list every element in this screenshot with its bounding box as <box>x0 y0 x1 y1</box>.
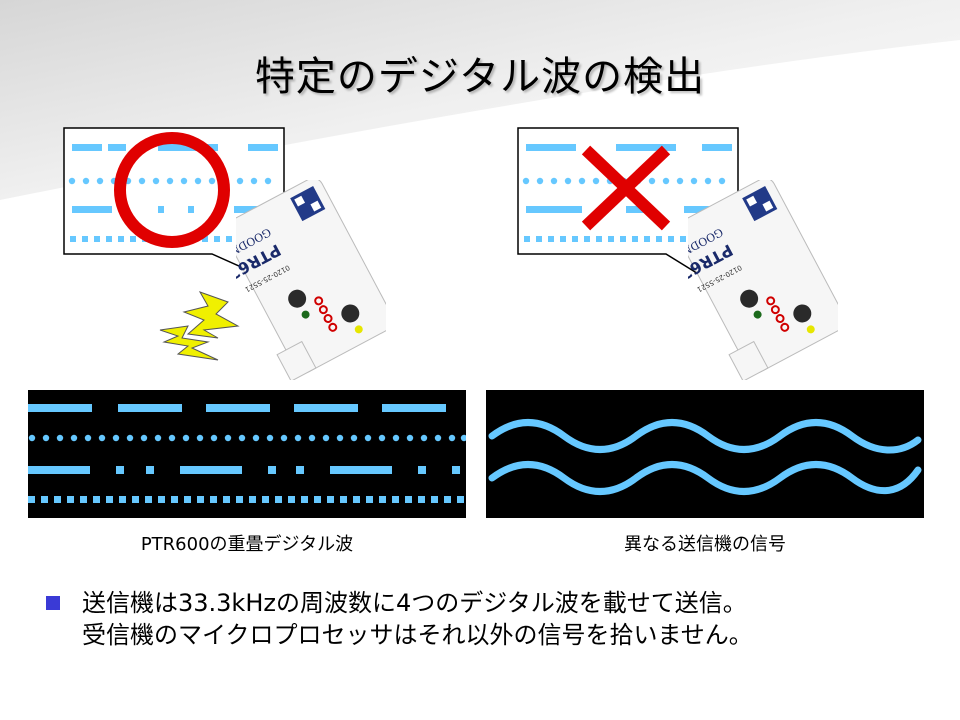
sine-wave-1 <box>488 419 922 454</box>
foreign-signal-panel <box>486 390 924 518</box>
left-transmitter-device: PTR620 GOODMAN 0120-25-5521 <box>236 180 386 380</box>
sine-wave-2 <box>488 461 922 495</box>
digital-wave-row-4 <box>28 496 464 503</box>
left-caption: PTR600の重畳デジタル波 <box>140 534 354 555</box>
right-caption: 異なる送信機の信号 <box>624 534 786 555</box>
digital-wave-panel <box>28 390 466 518</box>
digital-wave-row-3 <box>28 466 460 474</box>
left-speech-bubble <box>63 127 298 293</box>
bullet-point: 送信機は33.3kHzの周波数に4つのデジタル波を載せて送信。 受信機のマイクロ… <box>46 587 926 651</box>
lightning-icon <box>159 291 240 361</box>
digital-wave-row-1 <box>28 404 446 412</box>
bullet-line-2: 受信機のマイクロプロセッサはそれ以外の信号を拾いません。 <box>82 621 753 649</box>
digital-wave-row-2 <box>28 434 466 442</box>
ng-cross-icon <box>581 145 671 231</box>
right-transmitter-device: PTR620 GOODMAN 0120-25-5521 <box>688 180 838 380</box>
ok-circle-icon <box>114 132 230 248</box>
bullet-line-1: 送信機は33.3kHzの周波数に4つのデジタル波を載せて送信。 <box>82 589 747 617</box>
slide-title: 特定のデジタル波の検出 <box>254 54 706 100</box>
bullet-square-icon <box>46 596 60 610</box>
